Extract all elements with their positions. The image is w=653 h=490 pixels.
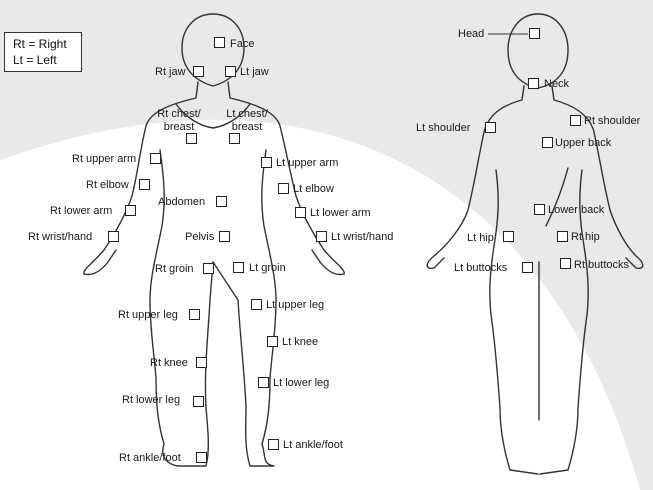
- upper-back-checkbox[interactable]: [542, 137, 553, 148]
- rt-buttocks-label: Rt buttocks: [574, 259, 629, 272]
- face-checkbox[interactable]: [214, 37, 225, 48]
- face-label: Face: [230, 38, 254, 51]
- lt-buttocks-checkbox[interactable]: [522, 262, 533, 273]
- rt-chest-breast-checkbox[interactable]: [186, 133, 197, 144]
- lt-wrist-hand-checkbox[interactable]: [316, 231, 327, 242]
- lt-lower-leg-label: Lt lower leg: [273, 377, 329, 390]
- rt-knee-checkbox[interactable]: [196, 357, 207, 368]
- upper-back-label: Upper back: [555, 137, 611, 150]
- rt-shoulder-checkbox[interactable]: [570, 115, 581, 126]
- lt-hip-label: Lt hip: [467, 232, 494, 245]
- lt-shoulder-label: Lt shoulder: [416, 122, 470, 135]
- lt-ankle-foot-checkbox[interactable]: [268, 439, 279, 450]
- rt-elbow-label: Rt elbow: [86, 179, 129, 192]
- rt-jaw-checkbox[interactable]: [193, 66, 204, 77]
- lt-elbow-label: Lt elbow: [293, 183, 334, 196]
- rt-ankle-foot-checkbox[interactable]: [196, 452, 207, 463]
- lt-lower-arm-checkbox[interactable]: [295, 207, 306, 218]
- rt-groin-label: Rt groin: [155, 263, 194, 276]
- rt-lower-arm-label: Rt lower arm: [50, 205, 112, 218]
- lt-shoulder-checkbox[interactable]: [485, 122, 496, 133]
- legend: Rt = Right Lt = Left: [4, 32, 82, 72]
- rt-wrist-hand-checkbox[interactable]: [108, 231, 119, 242]
- head-checkbox[interactable]: [529, 28, 540, 39]
- rt-buttocks-checkbox[interactable]: [560, 258, 571, 269]
- lt-lower-arm-label: Lt lower arm: [310, 207, 371, 220]
- rt-lower-leg-checkbox[interactable]: [193, 396, 204, 407]
- lt-chest-breast-checkbox[interactable]: [229, 133, 240, 144]
- rt-wrist-hand-label: Rt wrist/hand: [28, 231, 92, 244]
- rt-chest-breast-label: Rt chest/ breast: [152, 108, 206, 134]
- rt-upper-leg-label: Rt upper leg: [118, 309, 178, 322]
- lt-knee-label: Lt knee: [282, 336, 318, 349]
- neck-label: Neck: [544, 78, 569, 91]
- lt-buttocks-label: Lt buttocks: [454, 262, 507, 275]
- lt-groin-checkbox[interactable]: [233, 262, 244, 273]
- pelvis-checkbox[interactable]: [219, 231, 230, 242]
- abdomen-checkbox[interactable]: [216, 196, 227, 207]
- rt-groin-checkbox[interactable]: [203, 263, 214, 274]
- neck-checkbox[interactable]: [528, 78, 539, 89]
- pelvis-label: Pelvis: [185, 231, 214, 244]
- head-label: Head: [458, 28, 484, 41]
- lower-back-checkbox[interactable]: [534, 204, 545, 215]
- rt-jaw-label: Rt jaw: [155, 66, 186, 79]
- lt-upper-leg-label: Lt upper leg: [266, 299, 324, 312]
- rt-hip-label: Rt hip: [571, 231, 600, 244]
- rt-ankle-foot-label: Rt ankle/foot: [119, 452, 181, 465]
- legend-right: Rt = Right: [13, 36, 81, 52]
- rt-hip-checkbox[interactable]: [557, 231, 568, 242]
- lt-upper-leg-checkbox[interactable]: [251, 299, 262, 310]
- lt-upper-arm-checkbox[interactable]: [261, 157, 272, 168]
- rt-upper-leg-checkbox[interactable]: [189, 309, 200, 320]
- lt-ankle-foot-label: Lt ankle/foot: [283, 439, 343, 452]
- rt-shoulder-label: Rt shoulder: [584, 115, 640, 128]
- lower-back-label: Lower back: [548, 204, 604, 217]
- rt-upper-arm-label: Rt upper arm: [72, 153, 136, 166]
- abdomen-label: Abdomen: [158, 196, 205, 209]
- lt-hip-checkbox[interactable]: [503, 231, 514, 242]
- lt-knee-checkbox[interactable]: [267, 336, 278, 347]
- rt-upper-arm-checkbox[interactable]: [150, 153, 161, 164]
- lt-lower-leg-checkbox[interactable]: [258, 377, 269, 388]
- rt-lower-leg-label: Rt lower leg: [122, 394, 180, 407]
- rt-elbow-checkbox[interactable]: [139, 179, 150, 190]
- rt-lower-arm-checkbox[interactable]: [125, 205, 136, 216]
- legend-left: Lt = Left: [13, 52, 81, 68]
- lt-wrist-hand-label: Lt wrist/hand: [331, 231, 393, 244]
- lt-jaw-checkbox[interactable]: [225, 66, 236, 77]
- rt-knee-label: Rt knee: [150, 357, 188, 370]
- lt-chest-breast-label: Lt chest/ breast: [220, 108, 274, 134]
- lt-groin-label: Lt groin: [249, 262, 286, 275]
- lt-upper-arm-label: Lt upper arm: [276, 157, 338, 170]
- lt-elbow-checkbox[interactable]: [278, 183, 289, 194]
- lt-jaw-label: Lt jaw: [240, 66, 269, 79]
